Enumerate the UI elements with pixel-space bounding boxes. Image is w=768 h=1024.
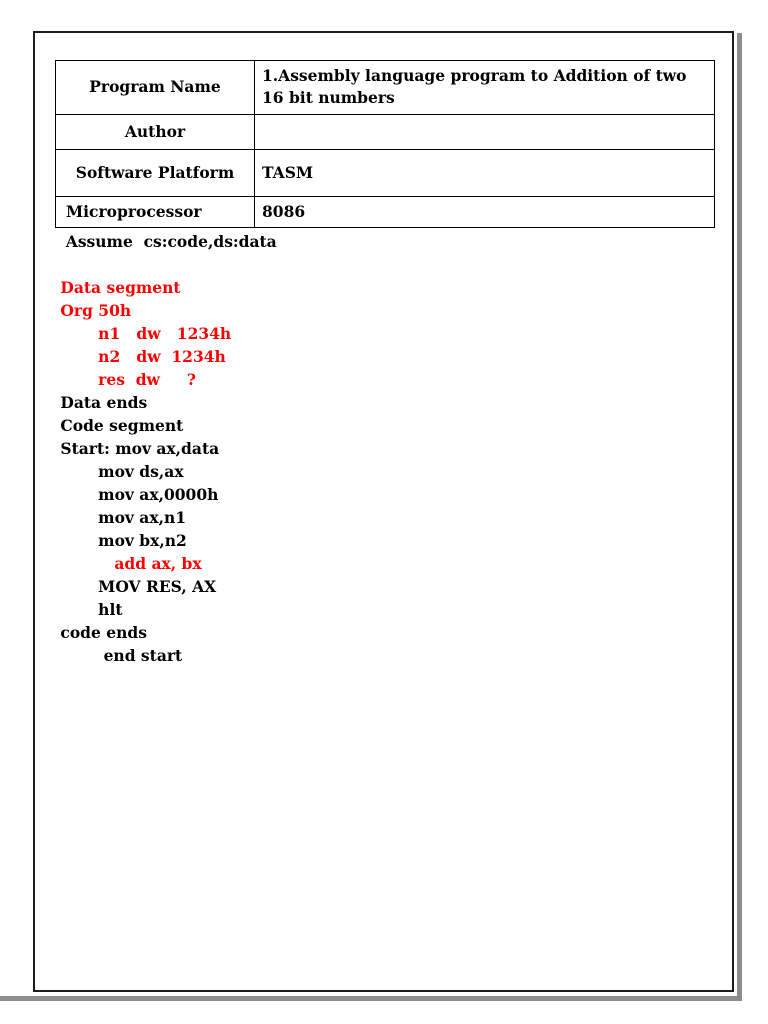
code-line: n1 dw 1234h <box>55 324 232 343</box>
table-row: Software Platform TASM <box>55 148 715 197</box>
row-value-microprocessor: 8086 <box>254 195 715 229</box>
table-row: Microprocessor 8086 <box>55 195 715 229</box>
row-label-author: Author <box>55 113 255 150</box>
table-row: Program Name 1.Assembly language program… <box>55 60 715 115</box>
page-shadow-bottom <box>0 996 739 1001</box>
code-line: mov ax,n1 <box>55 508 187 527</box>
code-line: code ends <box>55 623 147 642</box>
code-line: res dw ? <box>55 370 196 389</box>
code-line: Start: mov ax,data <box>55 439 220 458</box>
code-line: Data segment <box>55 278 181 297</box>
row-label-program-name: Program Name <box>55 60 255 115</box>
row-value-software-platform: TASM <box>254 148 715 197</box>
code-line: mov bx,n2 <box>55 531 187 550</box>
code-line: Assume cs:code,ds:data <box>55 232 277 251</box>
code-line: hlt <box>55 600 123 619</box>
row-value-author <box>254 113 715 150</box>
row-label-software-platform: Software Platform <box>55 148 255 197</box>
program-info-table: Program Name 1.Assembly language program… <box>55 60 715 229</box>
code-line: add ax, bx <box>55 554 202 573</box>
row-value-program-name: 1.Assembly language program to Addition … <box>254 60 715 115</box>
code-line <box>55 253 695 276</box>
code-line: n2 dw 1234h <box>55 347 226 366</box>
code-line: Org 50h <box>55 301 132 320</box>
table-row: Author <box>55 113 715 150</box>
document-page: Program Name 1.Assembly language program… <box>33 31 734 992</box>
code-line: MOV RES, AX <box>55 577 217 596</box>
code-line: mov ds,ax <box>55 462 184 481</box>
code-line: end start <box>55 646 183 665</box>
code-line: Data ends <box>55 393 148 412</box>
assembly-code-listing: Assume cs:code,ds:data Data segment Org … <box>55 230 695 667</box>
page-shadow-right <box>737 33 742 1001</box>
row-label-microprocessor: Microprocessor <box>55 195 255 229</box>
code-line: mov ax,0000h <box>55 485 219 504</box>
code-line: Code segment <box>55 416 184 435</box>
